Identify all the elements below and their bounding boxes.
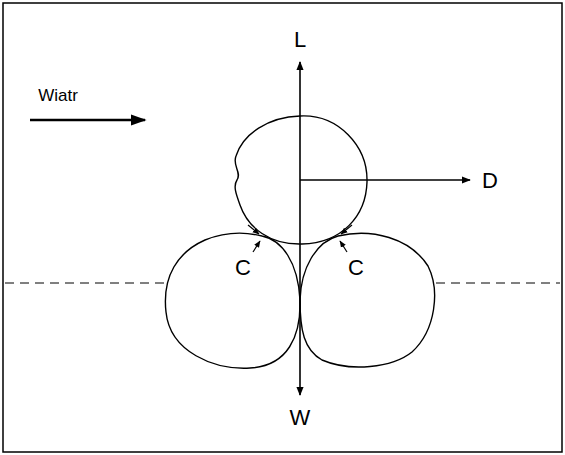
grain <box>165 233 300 368</box>
force-label: W <box>290 407 311 429</box>
dashed-line <box>5 283 165 284</box>
force-label: C <box>348 257 364 279</box>
contact-arrow <box>248 225 259 234</box>
drag-arrow <box>300 179 470 181</box>
contact-arrow <box>253 241 260 252</box>
contact-arrow <box>340 241 347 252</box>
grain <box>300 233 435 367</box>
dashed-line <box>436 283 560 284</box>
force-label: D <box>482 170 498 192</box>
frame <box>3 3 562 452</box>
lift-arrow <box>299 62 301 180</box>
wind-label: Wiatr <box>38 87 78 104</box>
contact-arrow <box>341 225 352 234</box>
weight-arrow <box>299 180 301 395</box>
wind-arrow <box>30 119 145 122</box>
force-label: L <box>294 29 306 51</box>
force-label: C <box>235 257 251 279</box>
